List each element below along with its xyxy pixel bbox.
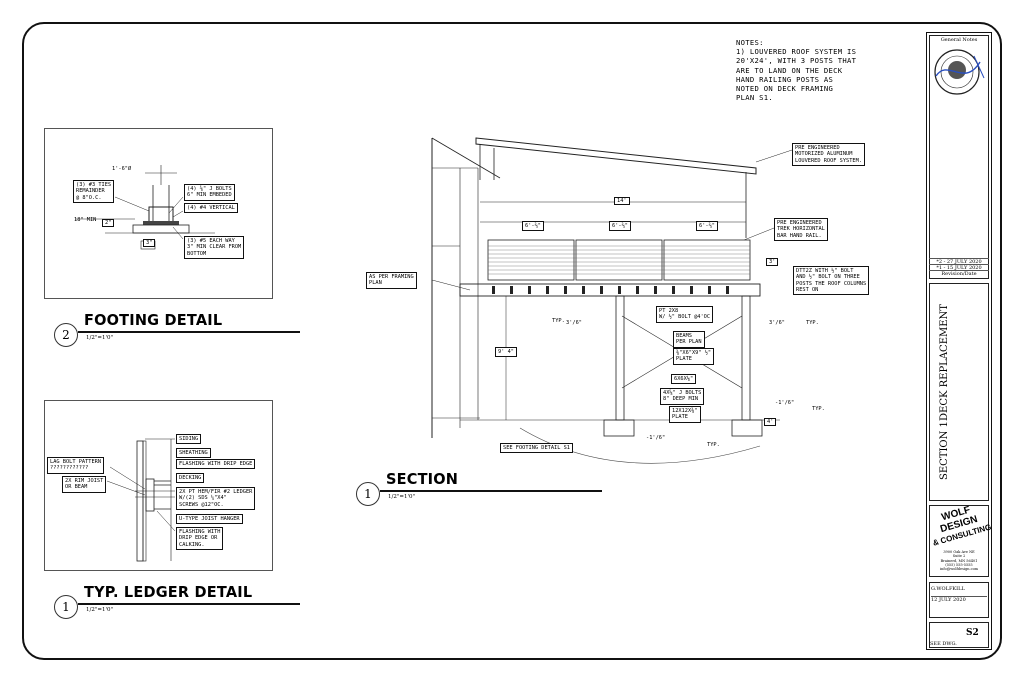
notes-line: HAND RAILING POSTS AS: [736, 74, 834, 84]
section-post-label: 6X6X⅛": [671, 374, 697, 385]
section-dtt-label: DTT2Z WITH ½" BOLT AND ½" BOLT ON THREE …: [793, 266, 870, 296]
notes-line: ARE TO LAND ON THE DECK: [736, 65, 843, 75]
drawn-by-panel: [929, 582, 989, 618]
ledger-decking-label: DECKING: [176, 473, 205, 484]
section-j-bolts-label: 4X⅝" J BOLTS 8" DEEP MIN: [660, 388, 705, 405]
footing-detail-number: 2: [54, 323, 78, 347]
footing-detail-title: FOOTING DETAIL: [84, 312, 223, 330]
sheet-title-line-1: SECTION 1: [939, 421, 950, 480]
section-framing-plan-label: AS PER FRAMING PLAN: [366, 272, 417, 289]
section-pt2x8-label: PT 2X8 W/ ½" BOLT @4'OC: [656, 306, 714, 323]
ledger-detail-number: 1: [54, 595, 78, 619]
sheet-footer: SEE DWG.: [930, 641, 957, 647]
revision-2: *1 - 15 JULY 2020: [929, 264, 989, 271]
section-typ-bottom: TYP.: [707, 442, 720, 448]
ledger-rim-joist-label: 2X RIM JOIST OR BEAM: [62, 476, 107, 493]
revision-1: *2 - 27 JULY 2020: [929, 258, 989, 265]
ledger-board-label: 2X PT HEM/FIR #2 LEDGER W/(2) SDS ¼"X4" …: [176, 487, 256, 510]
section-footing-ref-label: SEE FOOTING DETAIL S1: [500, 443, 573, 454]
drawing-date: 12 JULY 2020: [931, 596, 987, 603]
ledger-detail-drawing: [106, 438, 176, 562]
footing-dim-bottom: 3": [143, 239, 156, 248]
revision-label: Revision/Date: [929, 270, 989, 277]
section-plate-bottom-label: 12X12X⅜" PLATE: [669, 406, 701, 423]
section-dim-c: 6'-⅔": [696, 221, 718, 232]
sheet-title-line-2: DECK REPLACEMENT: [939, 304, 950, 422]
ledger-lag-bolt-label: LAG BOLT PATTERN ????????????: [47, 457, 105, 474]
section-elev-c: -1'/6": [646, 435, 666, 441]
ledger-detail-scale: 1/2"=1'0": [86, 607, 114, 613]
sheet-title-panel: [929, 283, 989, 501]
section-number: 1: [356, 482, 380, 506]
section-dim-a: 6'-⅔": [522, 221, 544, 232]
section-roof-system-label: PRE ENGINEERED MOTORIZED ALUMINUM LOUVER…: [792, 143, 865, 166]
section-span-dim: 14': [614, 197, 630, 206]
footing-dim-top: 1'-6"Ø: [112, 166, 132, 173]
ledger-detail-frame: [44, 400, 273, 571]
company-info-line: 3900 Oak Ave NE: [943, 550, 975, 554]
sheet-number: S2: [966, 628, 979, 638]
company-info: 3900 Oak Ave NE Suite 2 Brainerd, MN 564…: [929, 550, 989, 571]
company-info-line: (555) 555-5555: [945, 562, 973, 567]
company-panel: [929, 505, 989, 577]
section-typ-right: TYP.: [806, 320, 819, 326]
footing-detail-drawing: [75, 165, 215, 250]
ledger-detail-title: TYP. LEDGER DETAIL: [84, 584, 253, 602]
footing-detail-scale: 1/2"=1'0": [86, 335, 114, 341]
section-typ-left: TYP.: [552, 318, 565, 324]
company-info-line: Brainerd, MN 56401: [940, 558, 978, 563]
footing-title-underline: [78, 331, 300, 333]
notes-line: 20'X24', WITH 3 POSTS THAT: [736, 56, 857, 66]
ledger-flashing-label: FLASHING WITH DRIP EDGE: [176, 459, 256, 470]
section-scale: 1/2"=1'0": [388, 494, 416, 500]
section-dim-b: 6'-⅔": [609, 221, 631, 232]
section-title-underline: [380, 490, 602, 492]
section-beams-label: BEAMS PER PLAN: [673, 331, 705, 348]
ledger-sheathing-label: SHEATHING: [176, 448, 211, 459]
footing-vertical-label: (4) #4 VERTICAL: [184, 203, 238, 214]
footing-min-label: 18" MIN: [74, 217, 97, 223]
section-title: SECTION: [386, 471, 459, 489]
company-info-line: Suite 2: [952, 554, 966, 559]
drawing-sheet-border: [22, 22, 1002, 660]
sheet-title: SECTION 1 DECK REPLACEMENT: [930, 286, 960, 498]
footing-ties-label: (3) #3 TIES REMAINDER @ 8"O.C.: [73, 180, 115, 203]
footing-each-way-label: (3) #5 EACH WAY 3" MIN CLEAR FROM BOTTOM: [184, 236, 245, 259]
ledger-siding-label: SIDING: [176, 434, 202, 445]
drawn-by: G.WOLFKILL: [931, 586, 965, 592]
ledger-flashing-caulk-label: FLASHING WITH DRIP EDGE OR CALKING.: [176, 527, 224, 550]
footing-dim-mid: 2": [102, 219, 115, 228]
section-height-dim: 9' 4": [495, 347, 517, 358]
general-notes: NOTES: 1) LOUVERED ROOF SYSTEM IS 20'X24…: [736, 38, 856, 102]
section-drawing: [431, 137, 793, 464]
section-railing-label: PRE ENGINEERED TREK HORIZONTAL BAR HAND …: [774, 218, 828, 241]
ledger-joist-hanger-label: U-TYPE JOIST HANGER: [176, 514, 243, 525]
notes-heading: NOTES:: [736, 38, 764, 47]
section-dim-4: 4': [764, 418, 777, 427]
section-elev-a: 3'/6": [566, 320, 582, 326]
footing-detail-frame: [44, 128, 273, 299]
section-dim-3: 3': [766, 258, 779, 267]
notes-line: 1) LOUVERED ROOF SYSTEM IS: [736, 47, 857, 57]
section-plate-top-label: ⅜"X6"X9" ½" PLATE: [673, 348, 715, 365]
section-elev-d: -1'/6": [775, 400, 795, 406]
footing-bolts-label: (4) ⅝" J BOLTS 6" MIN EMBEDED: [184, 184, 235, 201]
title-block-header: General Notes: [940, 37, 978, 43]
section-typ-bottom-right: TYP.: [812, 406, 825, 412]
section-elev-b: 3'/6": [769, 320, 785, 326]
notes-line: NOTED ON DECK FRAMING: [736, 84, 834, 94]
company-info-line: info@wolfdesign.com: [939, 567, 978, 572]
notes-line: PLAN S1.: [736, 93, 774, 103]
sheet-number-panel: [929, 622, 989, 648]
ledger-title-underline: [78, 603, 300, 605]
architect-seal-icon: [934, 49, 985, 95]
